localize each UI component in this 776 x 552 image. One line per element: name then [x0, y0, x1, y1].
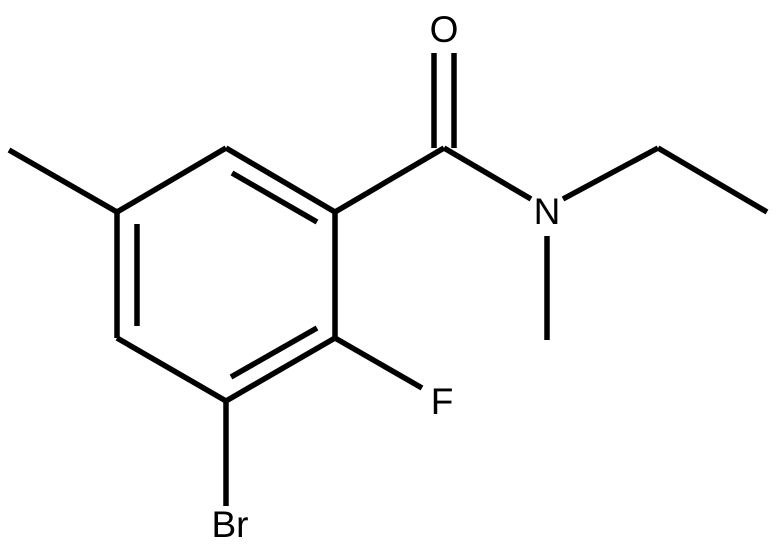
oxygen-label: O — [430, 9, 459, 50]
ring-bond-c1-c2 — [224, 145, 337, 215]
ring-bond-c6-c1 — [115, 145, 228, 215]
amide-cn-bond — [442, 145, 533, 202]
nitrogen-label: N — [534, 191, 561, 232]
ring-bond-c3-c4 — [224, 335, 337, 404]
ring-bond-c3-c4-inner — [229, 325, 319, 380]
cf-bond — [333, 335, 424, 391]
carbonyl-carbon-bond — [333, 145, 446, 215]
ring-bond-c4-c5 — [115, 335, 228, 404]
methyl-bond — [7, 147, 119, 215]
bromine-label: Br — [212, 504, 249, 545]
fluorine-label: F — [431, 381, 454, 422]
ring-bond-c1-c2-inner — [230, 170, 319, 225]
n-ethyl-bond-2 — [656, 145, 769, 215]
n-ethyl-bond-1 — [561, 145, 660, 202]
